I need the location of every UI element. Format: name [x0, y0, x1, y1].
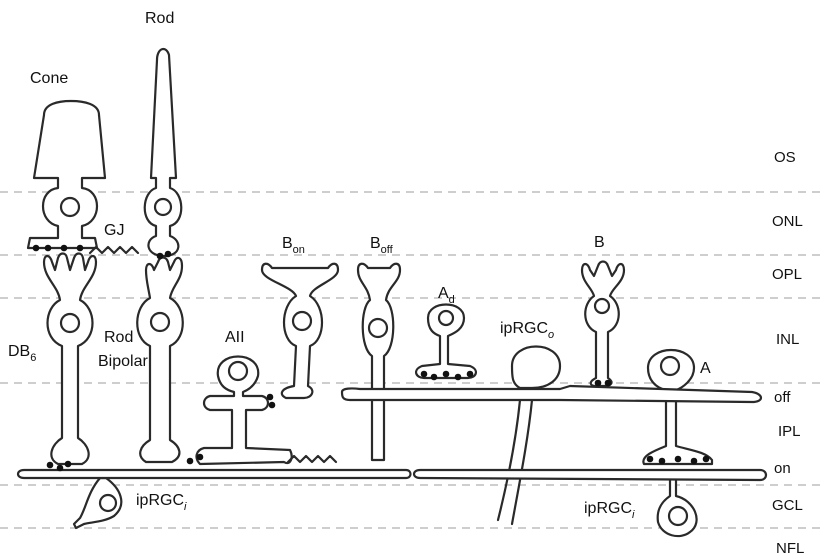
label-iprgc-i-left-main: ipRGC: [136, 492, 184, 509]
iprgc-i-right-cell: [658, 478, 697, 536]
label-cone: Cone: [30, 70, 68, 87]
layer-label-nfl: NFL: [776, 540, 804, 557]
label-b-on-sub: on: [293, 244, 305, 256]
label-db6-main: DB: [8, 343, 30, 360]
layer-label-gcl: GCL: [772, 497, 803, 514]
label-iprgc-i-right-sub: i: [632, 509, 635, 521]
label-iprgc-i-left-sub: i: [184, 501, 187, 513]
label-rod-bipolar-line2: Bipolar: [98, 353, 148, 370]
label-iprgc-o: ipRGCo: [500, 320, 554, 341]
layer-labels: OS ONL OPL INL off IPL on GCL NFL: [772, 149, 804, 557]
label-b-off-main: B: [370, 235, 381, 252]
label-b: B: [594, 234, 605, 251]
label-db6-sub: 6: [30, 352, 36, 364]
b-on-bipolar-cell: [262, 264, 338, 398]
layer-label-inl: INL: [776, 331, 799, 348]
label-gj: GJ: [104, 222, 124, 239]
label-ad-sub: d: [449, 294, 455, 306]
label-rod-bipolar-line1: Rod: [104, 329, 133, 346]
label-iprgc-o-main: ipRGC: [500, 320, 548, 337]
label-iprgc-o-sub: o: [548, 329, 554, 341]
ad-amacrine-cell: [416, 305, 476, 379]
b-off-bipolar-cell: [358, 264, 400, 460]
layer-label-ipl: IPL: [778, 423, 801, 440]
layer-label-off: off: [774, 389, 791, 406]
label-a: A: [700, 360, 711, 377]
layer-label-onl: ONL: [772, 213, 803, 230]
iprgc-i-left-cell: [74, 478, 121, 528]
db6-bipolar-cell: [44, 254, 96, 465]
layer-label-opl: OPL: [772, 266, 802, 283]
on-sublamina-processes: [18, 470, 766, 480]
label-iprgc-i-right: ipRGCi: [584, 500, 635, 521]
layer-label-os: OS: [774, 149, 796, 166]
rod-cell: [145, 49, 182, 256]
iprgc-o-cell: [498, 347, 560, 525]
label-b-on: Bon: [282, 235, 305, 256]
label-iprgc-i-left: ipRGCi: [136, 492, 187, 513]
aii-amacrine-cell: [197, 357, 292, 465]
label-db6: DB6: [8, 343, 36, 364]
label-aii: AII: [225, 329, 245, 346]
label-rod: Rod: [145, 10, 174, 27]
label-ad: Ad: [438, 285, 455, 306]
gap-junction-gj: [90, 247, 138, 253]
cone-cell: [28, 101, 105, 248]
label-ad-main: A: [438, 285, 449, 302]
gap-junction-aii: [288, 456, 336, 462]
label-b-off: Boff: [370, 235, 394, 256]
label-b-on-main: B: [282, 235, 293, 252]
layer-label-on: on: [774, 460, 791, 477]
off-sublamina-processes: [342, 386, 761, 402]
label-iprgc-i-right-main: ipRGC: [584, 500, 632, 517]
label-b-off-sub: off: [381, 244, 394, 256]
b-bipolar-cell: [582, 262, 624, 387]
